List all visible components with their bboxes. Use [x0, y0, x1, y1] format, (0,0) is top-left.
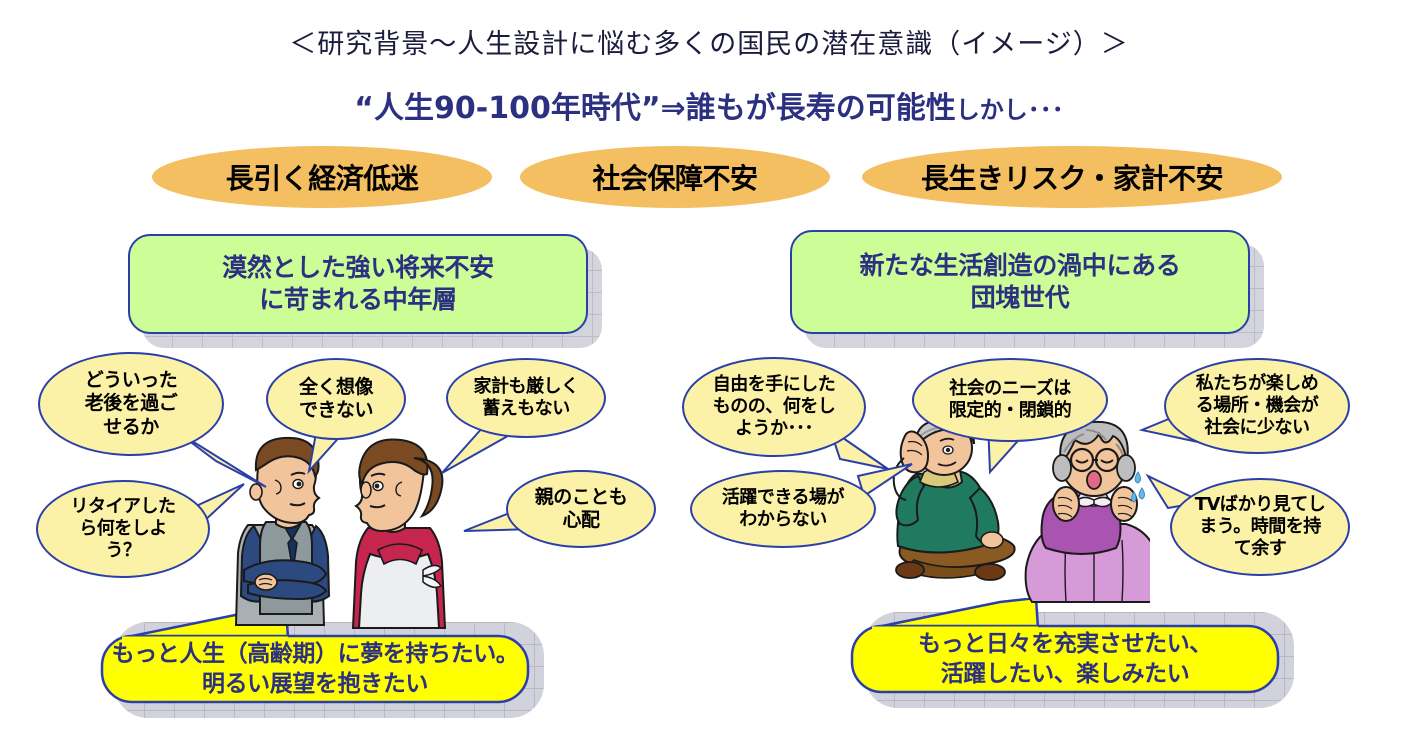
pressure-ellipse-longevity-risk: 長生きリスク・家計不安	[862, 146, 1282, 208]
bubble-line: 自由を手にした	[712, 374, 836, 396]
bubble-line: 心配	[562, 509, 600, 531]
bubble-line: どういった	[84, 369, 178, 392]
bubble-what-old-age: どういった 老後を過ご せるか	[38, 352, 224, 456]
headline-line-2: に苛まれる中年層	[259, 285, 457, 314]
bubble-line: 蓄えもない	[482, 398, 570, 419]
headline-line-1: 新たな生活創造の渦中にある	[859, 251, 1181, 280]
bubble-line: リタイアした	[70, 496, 177, 518]
bubble-line: 社会に少ない	[1204, 416, 1310, 438]
group-headline-baby-boomers: 新たな生活創造の渦中にある 団塊世代	[790, 230, 1264, 348]
bubble-line: 活躍できる場が	[721, 487, 845, 509]
bubble-got-freedom: 自由を手にした ものの、何をし ようか･･･	[682, 357, 866, 457]
headline-box: 新たな生活創造の渦中にある 団塊世代	[790, 230, 1250, 334]
figure-elderly-couple	[892, 418, 1150, 603]
pressure-ellipse-economy-label: 長引く経済低迷	[225, 162, 419, 195]
bubble-tight-finances: 家計も厳しく 蓄えもない	[446, 358, 606, 438]
bubble-line: できない	[298, 399, 374, 421]
bubble-line: 親のことも	[534, 485, 628, 508]
headline-box: 漠然とした強い将来不安 に苛まれる中年層	[128, 234, 588, 334]
wish-callout-shape	[850, 598, 1280, 694]
page-title: ＜研究背景～人生設計に悩む多くの国民の潜在意識（イメージ）＞	[289, 29, 1129, 60]
bubble-line: せるか	[103, 415, 159, 438]
bubble-only-tv: TVばかり見てし まう。時間を持 て余す	[1170, 478, 1350, 576]
bubble-line: 家計も厳しく	[473, 376, 580, 398]
bubble-after-retirement: リタイアした ら何をしよ う？	[36, 480, 210, 578]
bubble-cannot-imagine: 全く想像 できない	[266, 358, 406, 440]
pressure-ellipse-economy: 長引く経済低迷	[152, 146, 492, 208]
bubble-line: 私たちが楽しめ	[1195, 373, 1319, 395]
bubble-line: ら何をしよ	[79, 518, 167, 540]
middle-aged-man-arms-crossed	[234, 436, 331, 626]
subtitle-main: “人生90-100年時代”⇒誰もが長寿の可能性	[354, 91, 956, 126]
bubble-where-to-shine: 活躍できる場が わからない	[690, 470, 876, 548]
bubble-worried-parents: 親のことも 心配	[506, 470, 656, 548]
bubble-line: わからない	[739, 509, 827, 530]
bubble-society-needs: 社会のニーズは 限定的・閉鎖的	[912, 358, 1108, 442]
bubble-line: 限定的・閉鎖的	[948, 400, 1072, 421]
headline-line-1: 漠然とした強い将来不安	[222, 253, 494, 282]
bubble-tail-what-old-age	[175, 430, 267, 488]
bubble-few-places: 私たちが楽しめ る場所・機会が 社会に少ない	[1164, 358, 1350, 454]
bubble-line: ものの、何をし	[712, 396, 836, 418]
bubble-line: う？	[105, 539, 142, 561]
elderly-woman-worried	[1024, 420, 1150, 603]
pressure-ellipse-longevity-risk-label: 長生きリスク・家計不安	[921, 162, 1223, 195]
middle-aged-woman-apron	[351, 438, 447, 629]
bubble-line: て余す	[1233, 537, 1287, 559]
bubble-line: 社会のニーズは	[949, 378, 1071, 400]
bubble-line: まう。時間を持	[1199, 516, 1321, 538]
bubble-line: 老後を過ご	[84, 392, 178, 415]
subtitle-tail: しかし･･･	[955, 96, 1064, 124]
figure-middle-aged-couple	[234, 436, 447, 629]
headline-line-2: 団塊世代	[970, 283, 1070, 312]
group-headline-middle-aged: 漠然とした強い将来不安 に苛まれる中年層	[128, 234, 602, 348]
bubble-line: 全く想像	[298, 375, 374, 398]
bubble-tail-where-to-shine	[856, 463, 913, 498]
bubble-line: ようか･･･	[735, 417, 813, 439]
pressure-ellipse-social-security: 社会保障不安	[520, 146, 830, 208]
page-subtitle: “人生90-100年時代”⇒誰もが長寿の可能性しかし･･･	[0, 83, 1418, 127]
bubble-line: る場所・機会が	[1195, 395, 1319, 417]
wish-callout-baby-boomers: もっと日々を充実させたい、 活躍したい、楽しみたい	[850, 598, 1294, 708]
bubble-line: TVばかり見てし	[1194, 494, 1326, 516]
pressure-ellipse-social-security-label: 社会保障不安	[592, 162, 758, 195]
